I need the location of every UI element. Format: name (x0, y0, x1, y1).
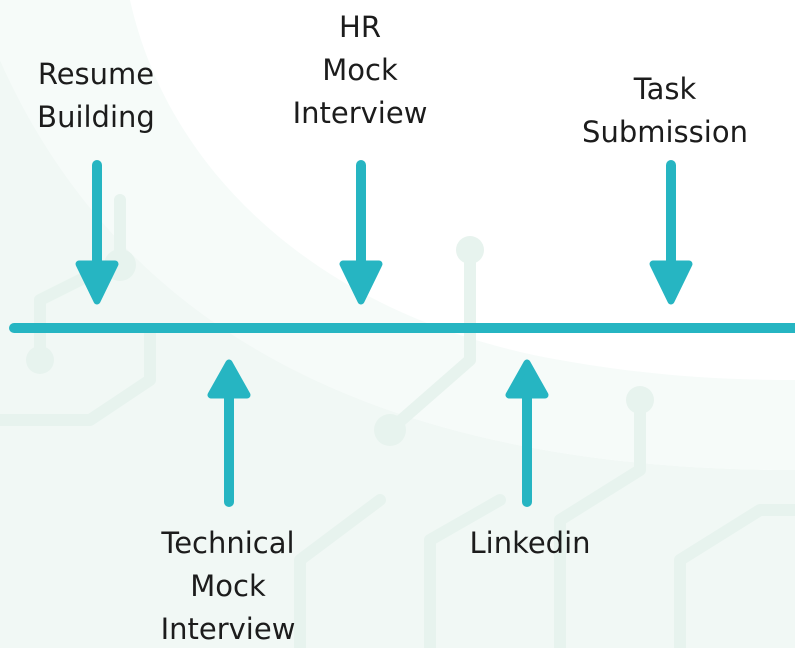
label-hr-mock-interview: HR Mock Interview (293, 6, 428, 135)
arrow-up-technical-mock-interview (207, 359, 251, 507)
label-line: HR (339, 10, 381, 44)
label-linkedin: Linkedin (469, 522, 590, 565)
label-line: Mock (322, 53, 398, 87)
arrow-down-task-submission (649, 160, 693, 305)
label-line: Submission (582, 115, 748, 149)
label-line: Linkedin (469, 526, 591, 560)
background-arc-band-inner (0, 0, 795, 470)
label-technical-mock-interview: Technical Mock Interview (161, 522, 296, 648)
label-task-submission: Task Submission (582, 68, 748, 154)
label-line: Mock (190, 569, 266, 603)
label-line: Building (37, 100, 155, 134)
label-line: Task (633, 72, 697, 106)
circuit-nodes (26, 236, 654, 446)
arrow-down-resume-building (75, 160, 119, 305)
label-line: Technical (161, 526, 295, 560)
label-line: Interview (160, 612, 296, 646)
arrow-up-linkedin (505, 359, 549, 507)
label-resume-building: Resume Building (37, 53, 155, 139)
arrow-down-hr-mock-interview (339, 160, 383, 305)
label-line: Interview (292, 96, 428, 130)
label-line: Resume (37, 57, 155, 91)
